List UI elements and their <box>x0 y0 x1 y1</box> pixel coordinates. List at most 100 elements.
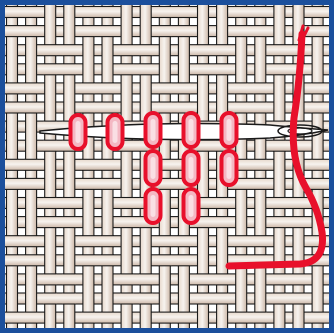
weave-crossing <box>197 293 210 304</box>
weave-crossing <box>216 217 229 228</box>
weave-crossing <box>177 26 190 37</box>
stitch-highlight <box>227 157 232 179</box>
weave-crossing <box>139 64 152 75</box>
weave-crossing <box>82 102 95 113</box>
weave-crossing <box>25 102 38 113</box>
weave-crossing <box>158 83 171 94</box>
weave-crossing <box>311 102 324 113</box>
weave-crossing <box>101 102 114 113</box>
weave-crossing <box>44 140 57 151</box>
weave-crossing <box>44 217 57 228</box>
weave-crossing <box>273 274 286 285</box>
weave-crossing <box>292 293 305 304</box>
stitch-highlight <box>189 157 194 179</box>
weave-crossing <box>273 64 286 75</box>
weave-crossing <box>158 255 171 266</box>
weave-crossing <box>311 83 324 94</box>
stitch-highlight <box>189 195 194 217</box>
weave-crossing <box>25 255 38 266</box>
weave-crossing <box>235 83 248 94</box>
weave-crossing <box>101 7 114 18</box>
weave-crossing <box>101 83 114 94</box>
weave-crossing <box>44 45 57 56</box>
weave-crossing <box>311 7 324 18</box>
weave-crossing <box>158 102 171 113</box>
weave-crossing <box>177 236 190 247</box>
weave-crossing <box>158 7 171 18</box>
weave-crossing <box>177 255 190 266</box>
weave-crossing <box>6 178 19 189</box>
weave-crossing <box>216 45 229 56</box>
weave-crossing <box>44 64 57 75</box>
weave-crossing <box>82 7 95 18</box>
weave-crossing <box>216 64 229 75</box>
weave-crossing <box>311 26 324 37</box>
weave-crossing <box>63 64 76 75</box>
weave-crossing <box>44 198 57 209</box>
weave-crossing <box>25 83 38 94</box>
weave-crossing <box>273 217 286 228</box>
weave-crossing <box>25 312 38 323</box>
weave-crossing <box>63 293 76 304</box>
weave-crossing <box>6 7 19 18</box>
stitch-highlight <box>189 119 194 141</box>
stitch-highlight <box>76 121 81 143</box>
weave-crossing <box>82 236 95 247</box>
weave-crossing <box>235 7 248 18</box>
weave-crossing <box>120 274 133 285</box>
weave-crossing <box>82 312 95 323</box>
weave-crossing <box>216 198 229 209</box>
weave-crossing <box>158 26 171 37</box>
weave-crossing <box>311 312 324 323</box>
weave-crossing <box>158 236 171 247</box>
weave-crossing <box>101 26 114 37</box>
weave-crossing <box>216 274 229 285</box>
weave-crossing <box>82 26 95 37</box>
weave-crossing <box>6 83 19 94</box>
weave-crossing <box>6 159 19 170</box>
weave-crossing <box>292 198 305 209</box>
stitch-highlight <box>151 119 156 141</box>
weave-crossing <box>311 159 324 170</box>
weave-crossing <box>216 293 229 304</box>
weave-crossing <box>63 217 76 228</box>
weave-crossing <box>6 102 19 113</box>
weave-crossing <box>63 198 76 209</box>
weave-crossing <box>120 293 133 304</box>
weave-crossing <box>82 255 95 266</box>
weave-crossing <box>273 140 286 151</box>
weave-crossing <box>82 178 95 189</box>
stitch-highlight <box>113 121 118 143</box>
weave-crossing <box>235 102 248 113</box>
weave-crossing <box>273 198 286 209</box>
weave-crossing <box>311 178 324 189</box>
weave-crossing <box>273 293 286 304</box>
weave-crossing <box>101 255 114 266</box>
weave-crossing <box>63 274 76 285</box>
weave-crossing <box>82 83 95 94</box>
weave-crossing <box>292 274 305 285</box>
weave-crossing <box>197 45 210 56</box>
weave-crossing <box>101 178 114 189</box>
weave-crossing <box>6 255 19 266</box>
weave-crossing <box>177 312 190 323</box>
weave-crossing <box>254 7 267 18</box>
weave-crossing <box>44 293 57 304</box>
weave-crossing <box>6 312 19 323</box>
weave-crossing <box>235 312 248 323</box>
weave-crossing <box>235 26 248 37</box>
stitch-highlight <box>151 195 156 217</box>
weave-crossing <box>44 274 57 285</box>
weave-crossing <box>139 274 152 285</box>
weave-crossing <box>254 178 267 189</box>
weave-crossing <box>25 7 38 18</box>
weave-crossing <box>273 45 286 56</box>
weave-crossing <box>254 26 267 37</box>
weave-crossing <box>292 217 305 228</box>
weave-crossing <box>197 64 210 75</box>
weave-crossing <box>25 178 38 189</box>
weave-crossing <box>120 198 133 209</box>
weave-crossing <box>254 102 267 113</box>
